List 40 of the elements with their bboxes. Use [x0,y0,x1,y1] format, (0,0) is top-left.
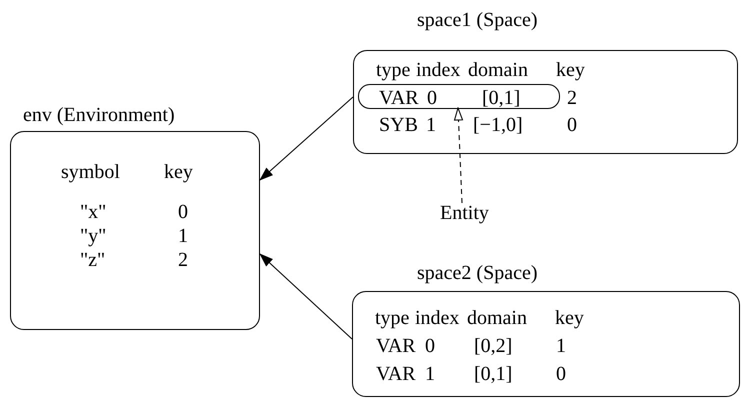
table-cell-text: 0 [427,88,437,108]
panel-heading: env (Environment) [23,105,175,125]
table-cell-text: [0,2] [474,336,512,356]
table-cell-text: "x" [80,202,106,222]
table-cell-text: key [555,308,584,328]
table-cell-text: 1 [425,364,435,384]
table-cell-text: [0,1] [482,88,520,108]
table-cell-text: key [164,162,193,182]
table-cell-text: 2 [178,250,188,270]
table-cell-text: 0 [556,364,566,384]
arrow [259,96,354,181]
arrow [454,108,463,204]
callout-text: Entity [440,203,489,223]
table-cell-text: symbol [61,162,120,182]
table-cell-text: 2 [567,88,577,108]
table-cell-text: 1 [178,226,188,246]
table-cell-text: domain [468,60,528,80]
table-cell-text: "z" [80,250,106,270]
row-outline [358,84,560,109]
panel-heading: space2 (Space) [417,263,538,283]
table-cell-text: SYB [379,115,418,135]
table-cell-text: "y" [80,226,106,246]
table-cell-text: [−1,0] [473,115,523,135]
table-cell-text: 0 [567,115,577,135]
table-cell-text: 1 [426,115,436,135]
table-cell-text: [0,1] [474,364,512,384]
table-cell-text: 0 [425,336,435,356]
table-cell-text: 0 [178,202,188,222]
table-cell-text: domain [467,308,527,328]
arrow [259,253,352,340]
table-cell-text: index [416,60,460,80]
table-cell-text: type [376,60,410,80]
table-cell-text: 1 [556,336,566,356]
panel-heading: space1 (Space) [417,10,538,30]
table-cell-text: VAR [376,364,416,384]
table-cell-text: key [556,60,585,80]
table-cell-text: index [415,308,460,328]
table-cell-text: type [375,308,410,328]
table-cell-text: VAR [376,336,416,356]
table-cell-text: VAR [379,88,419,108]
